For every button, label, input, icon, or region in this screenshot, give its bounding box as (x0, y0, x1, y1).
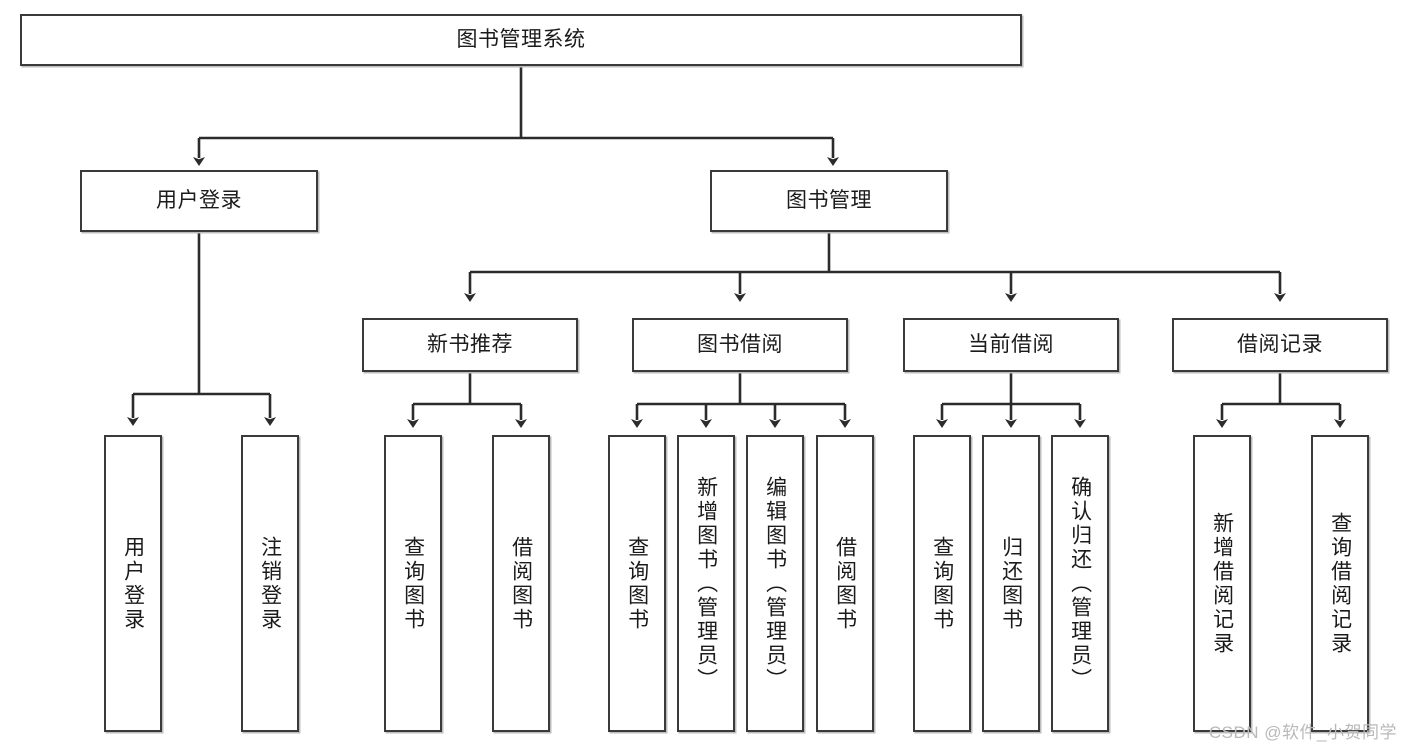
leaf-new-book-query[interactable]: 查询图书 (384, 435, 442, 732)
node-label: 归还图书 (999, 535, 1023, 632)
node-current-borrow[interactable]: 当前借阅 (903, 318, 1119, 372)
leaf-borrow-record-query[interactable]: 查询借阅记录 (1311, 435, 1369, 732)
node-label: 新书推荐 (427, 332, 513, 356)
node-label: 查询借阅记录 (1328, 511, 1352, 656)
node-label: 图书管理 (786, 188, 872, 212)
node-label: 图书借阅 (697, 332, 783, 356)
node-root-system[interactable]: 图书管理系统 (20, 14, 1022, 66)
node-label: 用户登录 (121, 535, 145, 632)
node-label: 查询图书 (401, 535, 425, 632)
node-label: 编辑图书（管理员） (763, 475, 787, 692)
node-label: 借阅记录 (1237, 332, 1323, 356)
node-label: 注销登录 (258, 535, 282, 632)
node-label: 借阅图书 (833, 535, 857, 632)
node-label: 新增借阅记录 (1210, 511, 1234, 656)
node-book-management[interactable]: 图书管理 (710, 170, 948, 232)
leaf-book-borrow-add[interactable]: 新增图书（管理员） (677, 435, 735, 732)
leaf-book-borrow-borrow[interactable]: 借阅图书 (816, 435, 874, 732)
node-label: 查询图书 (625, 535, 649, 632)
leaf-book-borrow-edit[interactable]: 编辑图书（管理员） (746, 435, 804, 732)
leaf-book-borrow-query[interactable]: 查询图书 (608, 435, 666, 732)
node-label: 图书管理系统 (456, 27, 586, 51)
watermark: CSDN @软件_小贺同学 (1208, 723, 1397, 742)
node-new-book-recommend[interactable]: 新书推荐 (362, 318, 578, 372)
leaf-borrow-record-add[interactable]: 新增借阅记录 (1193, 435, 1251, 732)
node-label: 确认归还（管理员） (1068, 475, 1092, 692)
node-label: 借阅图书 (509, 535, 533, 632)
leaf-current-borrow-confirm[interactable]: 确认归还（管理员） (1051, 435, 1109, 732)
node-label: 用户登录 (156, 188, 242, 212)
leaf-current-borrow-query[interactable]: 查询图书 (913, 435, 971, 732)
node-label: 查询图书 (930, 535, 954, 632)
node-book-borrow[interactable]: 图书借阅 (632, 318, 848, 372)
leaf-user-login-logout[interactable]: 注销登录 (241, 435, 299, 732)
leaf-current-borrow-return[interactable]: 归还图书 (982, 435, 1040, 732)
node-label: 当前借阅 (968, 332, 1054, 356)
node-user-login[interactable]: 用户登录 (80, 170, 318, 232)
node-borrow-record[interactable]: 借阅记录 (1172, 318, 1388, 372)
node-label: 新增图书（管理员） (694, 475, 718, 692)
leaf-user-login-login[interactable]: 用户登录 (104, 435, 162, 732)
leaf-new-book-borrow[interactable]: 借阅图书 (492, 435, 550, 732)
